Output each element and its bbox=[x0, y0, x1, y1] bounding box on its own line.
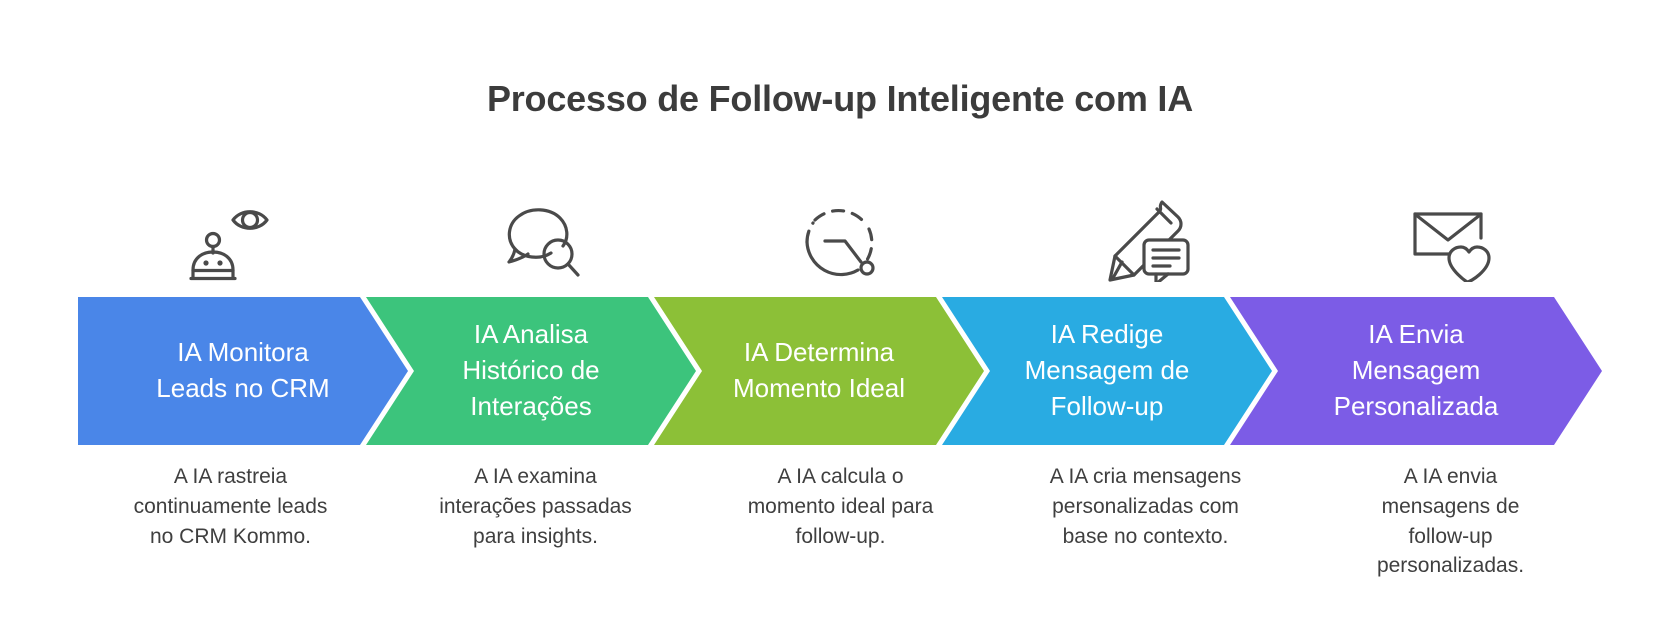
caption-step-5: A IA envia mensagens de follow-up person… bbox=[1376, 465, 1525, 578]
clock-timing-icon bbox=[795, 185, 887, 293]
chat-search-icon bbox=[490, 185, 582, 293]
chevron-label-5: IA Envia Mensagem Personalizada bbox=[1333, 319, 1499, 421]
chevron-label-4: IA Redige Mensagem de Follow-up bbox=[1024, 319, 1190, 421]
chevron-label-2: IA Analisa Histórico de Interações bbox=[462, 319, 600, 421]
caption-step-1: A IA rastreia continuamente leads no CRM… bbox=[133, 465, 328, 548]
step-1 bbox=[78, 185, 383, 293]
step-icon-row bbox=[78, 185, 1602, 293]
step-5 bbox=[1298, 185, 1603, 293]
pencil-message-icon bbox=[1100, 185, 1192, 293]
chevron-label-3: IA Determina Momento Ideal bbox=[733, 337, 905, 403]
chevron-step-2[interactable]: IA Analisa Histórico de Interações bbox=[366, 297, 696, 445]
step-4 bbox=[993, 185, 1298, 293]
chevron-step-4[interactable]: IA Redige Mensagem de Follow-up bbox=[942, 297, 1272, 445]
page-title: Processo de Follow-up Inteligente com IA bbox=[486, 78, 1194, 119]
chevron-step-1[interactable]: IA Monitora Leads no CRM bbox=[78, 297, 408, 445]
chevron-step-5[interactable]: IA Envia Mensagem Personalizada bbox=[1230, 297, 1602, 445]
caption-step-4: A IA cria mensagens personalizadas com b… bbox=[1049, 465, 1242, 548]
caption-row: A IA rastreia continuamente leads no CRM… bbox=[78, 462, 1602, 581]
chevron-label-1: IA Monitora Leads no CRM bbox=[156, 337, 330, 403]
step-3 bbox=[688, 185, 993, 293]
chevron-row: IA Monitora Leads no CRM IA Analisa Hist… bbox=[78, 297, 1602, 445]
caption-step-2: A IA examina interações passadas para in… bbox=[439, 465, 632, 548]
robot-eye-icon bbox=[185, 185, 277, 293]
step-2 bbox=[383, 185, 688, 293]
caption-step-3: A IA calcula o momento ideal para follow… bbox=[747, 465, 934, 548]
envelope-heart-icon bbox=[1405, 185, 1497, 293]
chevron-step-3[interactable]: IA Determina Momento Ideal bbox=[654, 297, 984, 445]
